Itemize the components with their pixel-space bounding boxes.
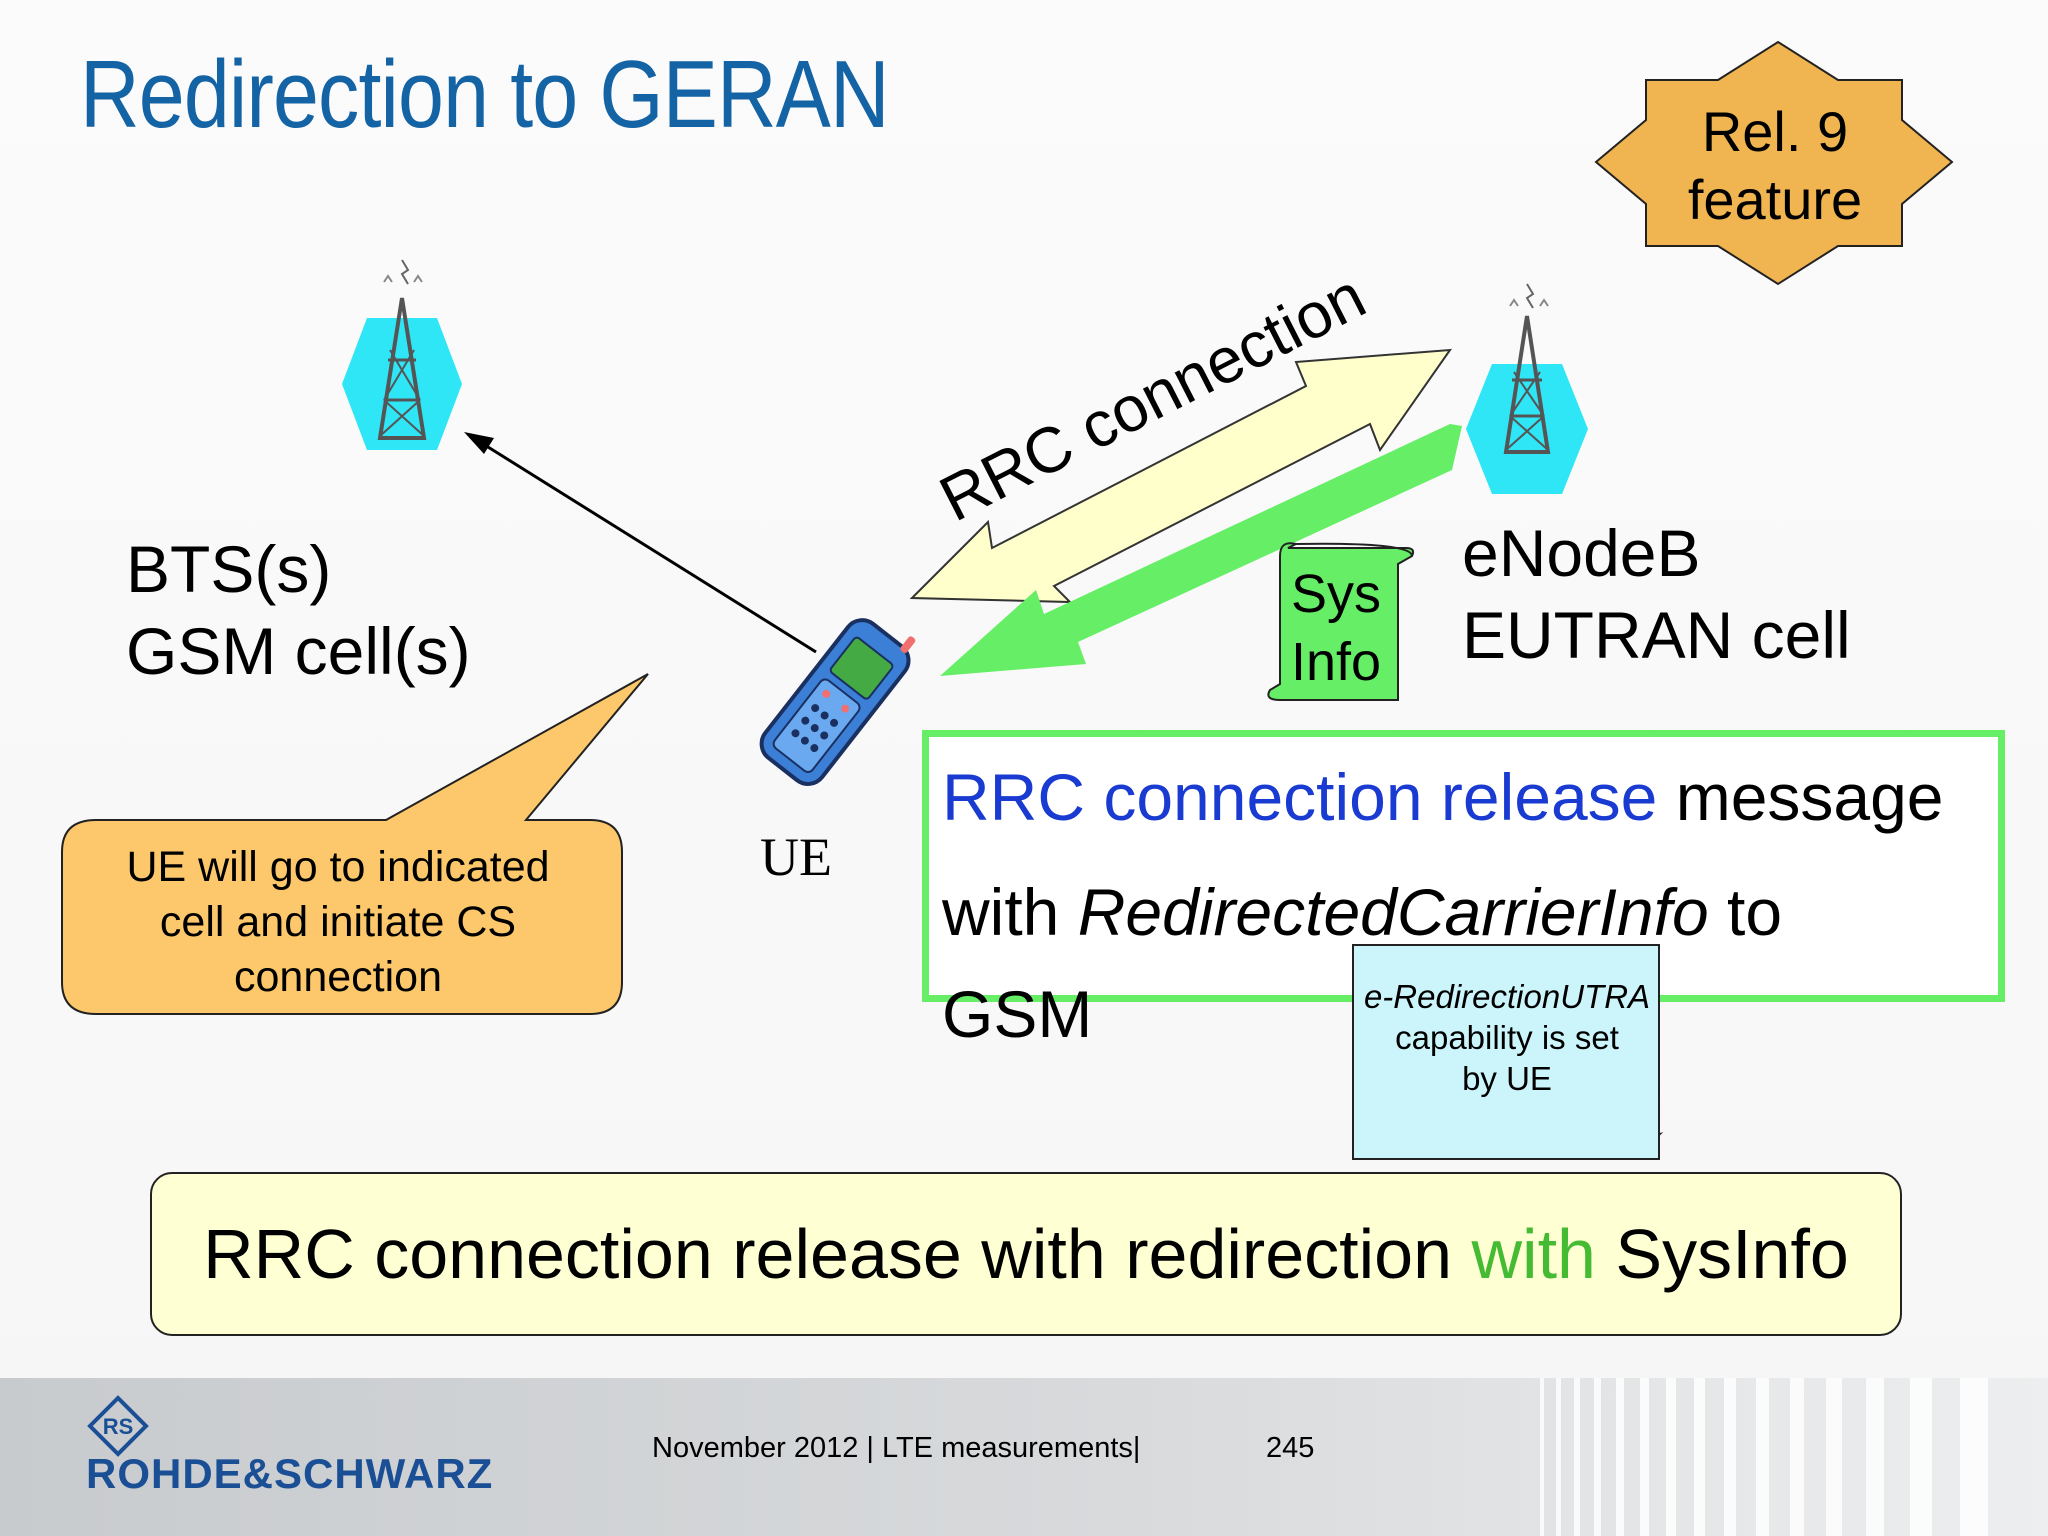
company-logo-text: ROHDE&SCHWARZ [86, 1450, 494, 1497]
ue-label: UE [760, 827, 832, 887]
rs-logo-mark: RS [103, 1414, 134, 1439]
enodeb-to-ue-green-arrow [940, 424, 1462, 676]
sysinfo-line2: Info [1290, 632, 1382, 692]
callout-bubble-shape [61, 673, 649, 1015]
summary-green: with [1471, 1215, 1596, 1293]
message-line2-prefix: with [942, 875, 1078, 949]
sysinfo-line1: Sys [1290, 564, 1382, 624]
summary-part2: SysInfo [1595, 1215, 1849, 1293]
bts-line2: GSM cell(s) [126, 614, 471, 688]
callout-line1: UE will go to indicated [126, 843, 550, 891]
capability-note [1352, 944, 1660, 1160]
badge-line2: feature [1687, 168, 1863, 231]
summary-part1: RRC connection release with redirection [203, 1215, 1472, 1293]
bts-line1: BTS(s) [126, 532, 332, 606]
enodeb-line2: EUTRAN cell [1462, 598, 1851, 672]
summary-box [150, 1172, 1902, 1336]
summary-text: RRC connection release with redirection … [150, 1214, 1902, 1294]
badge-line1: Rel. 9 [1701, 100, 1849, 163]
note-italic-text: e-RedirectionUTRA [1363, 978, 1651, 1015]
bts-label: BTS(s) GSM cell(s) [126, 528, 471, 692]
rel9-badge-shape [1594, 40, 1954, 286]
message-text: RRC connection release message with Redi… [942, 740, 2002, 1058]
footer-date-topic: November 2012 | LTE measurements| [652, 1432, 1141, 1464]
rrc-connection-arrow [909, 348, 1453, 604]
bts-tower-icon [342, 259, 462, 450]
rs-logo-icon: RS [87, 1395, 149, 1457]
enodeb-label: eNodeB EUTRAN cell [1462, 512, 1851, 676]
rel9-badge: Rel. 9 feature [1650, 98, 1900, 234]
message-line2: with RedirectedCarrierInfo to [942, 855, 2002, 970]
sysinfo-label: Sys Info [1276, 560, 1396, 696]
page-title: Redirection to GERAN [80, 41, 890, 148]
message-line3: GSM [942, 977, 1093, 1051]
enodeb-line1: eNodeB [1462, 516, 1701, 590]
note-italic: e-RedirectionUTRA [1352, 976, 1662, 1017]
message-line1: RRC connection release message [942, 740, 2002, 855]
ue-to-bts-arrow [464, 432, 817, 654]
callout-text: UE will go to indicated cell and initiat… [78, 840, 598, 1005]
message-blue: RRC connection release [942, 760, 1658, 834]
footer [0, 1378, 2048, 1536]
message-line2-italic: RedirectedCarrierInfo [1077, 875, 1709, 949]
note-line3: by UE [1462, 1060, 1552, 1097]
callout-line3: connection [234, 953, 442, 1001]
note-line2: capability is set [1395, 1019, 1619, 1056]
sysinfo-scroll-icon [1267, 542, 1415, 701]
ue-phone-icon [759, 618, 916, 786]
callout-line2: cell and initiate CS [159, 898, 517, 946]
capability-note-text: e-RedirectionUTRA capability is set by U… [1352, 976, 1662, 1099]
message-part1: message [1657, 760, 1944, 834]
enodeb-tower-icon [1466, 283, 1588, 494]
footer-stripes [1540, 1378, 1988, 1536]
page-number: 245 [1266, 1432, 1315, 1464]
message-line2-suffix: to [1708, 875, 1783, 949]
